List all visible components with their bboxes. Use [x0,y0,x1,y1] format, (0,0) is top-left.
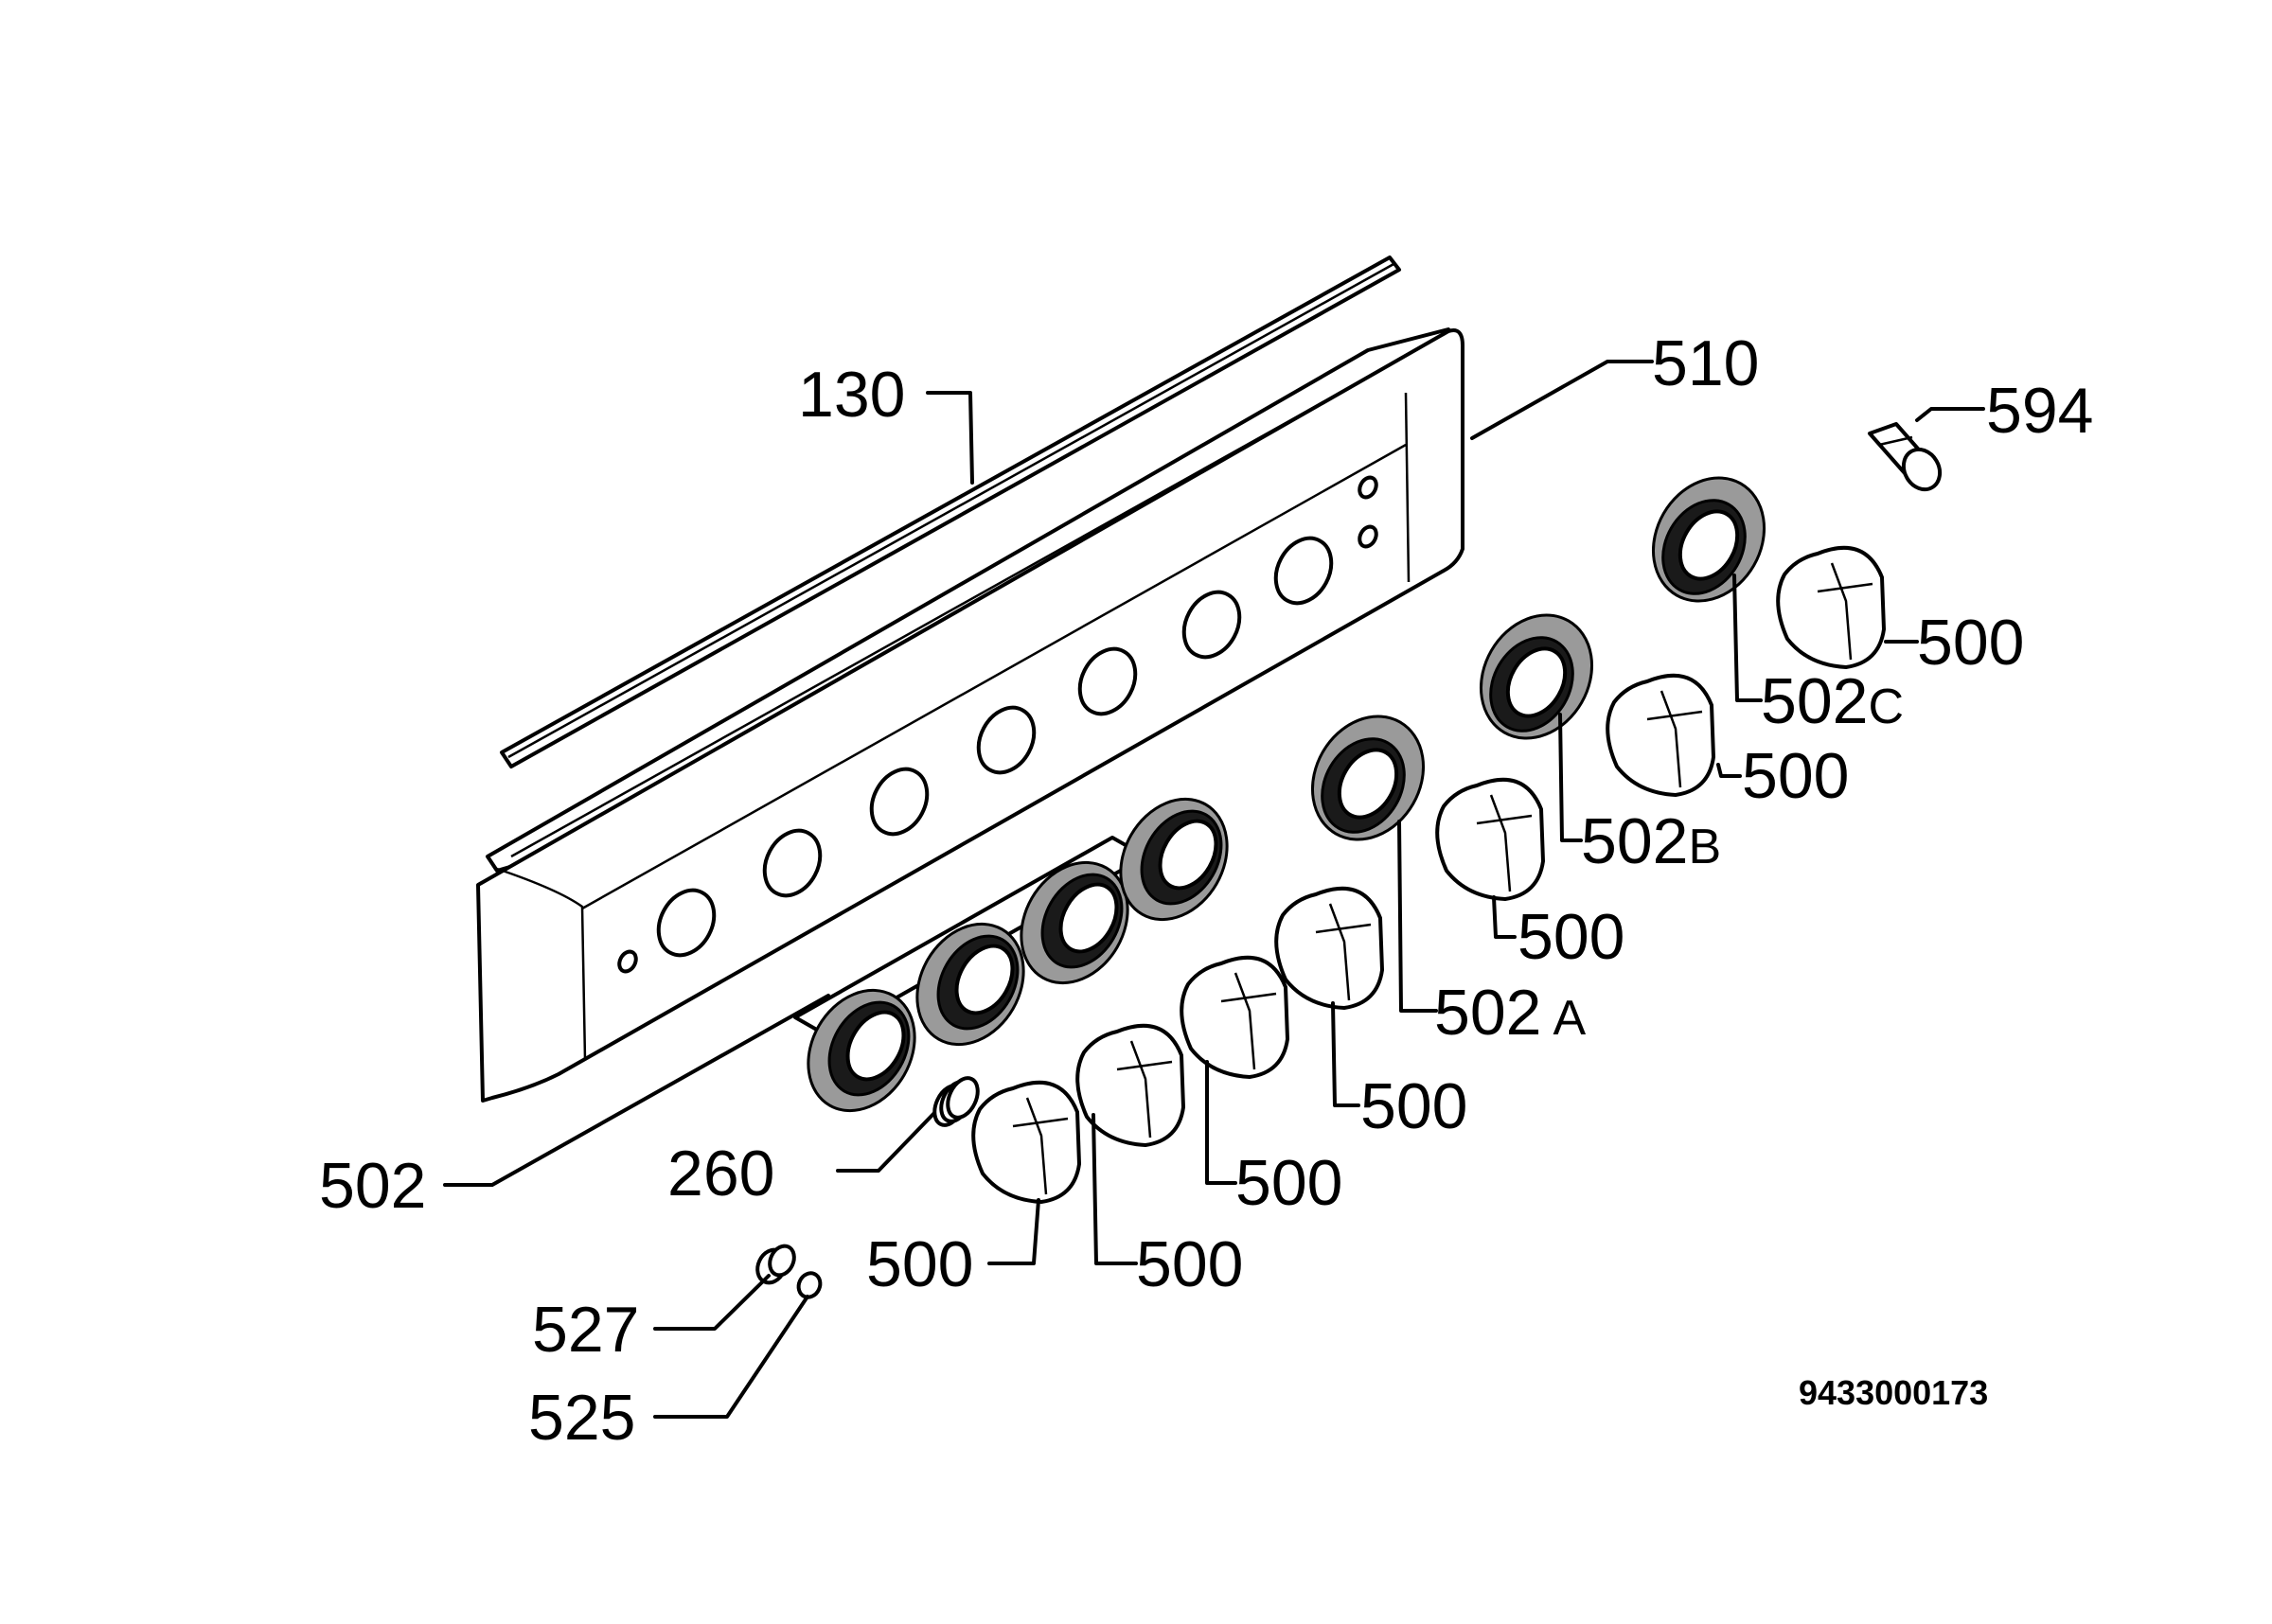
ring-set-502 [807,797,1229,1113]
label-502b-number: 502 [1581,805,1688,877]
label-knob-6: 500 [1742,740,1849,812]
label-510: 510 [1652,327,1759,399]
control-panel [476,327,1464,1103]
part-527-shape [755,1244,796,1285]
knob [1606,673,1715,797]
label-knob-5: 500 [1518,901,1624,973]
callout-labels: 130 510 594 502 260 527 525 500 500 500 … [319,327,2093,1454]
label-502a-suffix: A [1553,991,1586,1046]
label-knob-3: 500 [1235,1147,1342,1219]
label-502c: 502C [1761,665,1904,737]
knob [1776,545,1886,669]
label-527: 527 [532,1294,639,1366]
panel-holes [617,475,1378,974]
ring [1020,860,1129,985]
knob [1274,886,1384,1010]
ring [915,922,1025,1047]
ring [807,988,916,1113]
label-260: 260 [667,1138,774,1209]
diagram-id: 9433000173 [1799,1373,1988,1412]
label-130: 130 [798,359,905,431]
label-502b-suffix: B [1688,820,1721,874]
label-502b: 502B [1581,805,1721,877]
leader-lines [443,360,1985,1419]
knobs [971,545,1886,1204]
part-525-shape [796,1271,823,1299]
label-525: 525 [528,1382,635,1454]
ring-502b [1479,613,1594,740]
label-502c-suffix: C [1868,680,1904,734]
knob [1435,777,1545,901]
knob [971,1080,1081,1204]
label-knob-4: 500 [1360,1070,1467,1142]
ring-502c [1651,476,1766,603]
ring [1119,797,1229,922]
knob [1180,955,1289,1079]
ring-502a [1310,715,1426,841]
label-594: 594 [1986,375,2093,447]
knob [1075,1023,1185,1147]
label-knob-7: 500 [1917,607,2024,679]
label-502a-number: 502 [1434,977,1541,1049]
label-502c-number: 502 [1761,665,1868,737]
label-502: 502 [319,1150,426,1222]
gasket-strip [500,256,1401,768]
cap-594-shape [1868,422,1943,492]
label-knob-1: 500 [866,1228,973,1300]
spring-260 [932,1076,980,1127]
label-knob-2: 500 [1136,1228,1243,1300]
